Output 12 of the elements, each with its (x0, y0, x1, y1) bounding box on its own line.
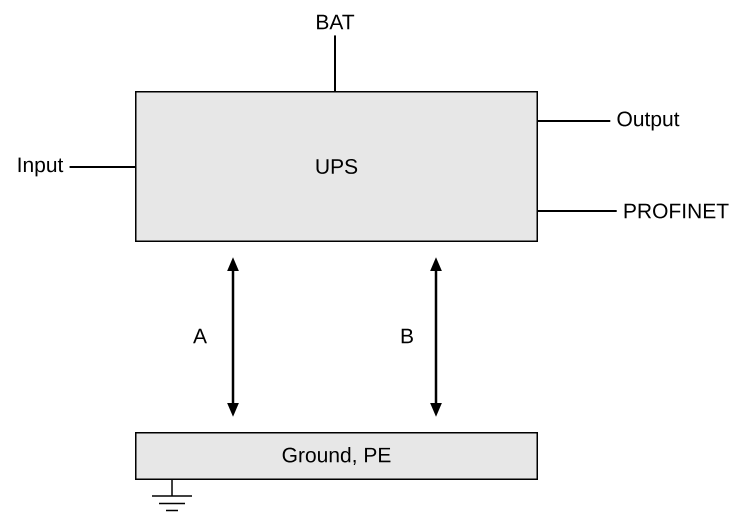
terminal-label: Input (18, 158, 64, 176)
edge-label: B (398, 326, 416, 346)
edge-label: A (191, 326, 210, 346)
ups-box: UPS (135, 91, 538, 242)
ground-box: Ground, PE (135, 432, 538, 480)
connector-line (70, 166, 135, 168)
connector-line (538, 210, 617, 212)
terminal-label: PROFINET (624, 204, 729, 218)
connector-line (538, 120, 610, 122)
terminal-label: Output (617, 111, 680, 130)
terminal-label: BAT (317, 14, 354, 30)
connector-line (334, 35, 336, 91)
